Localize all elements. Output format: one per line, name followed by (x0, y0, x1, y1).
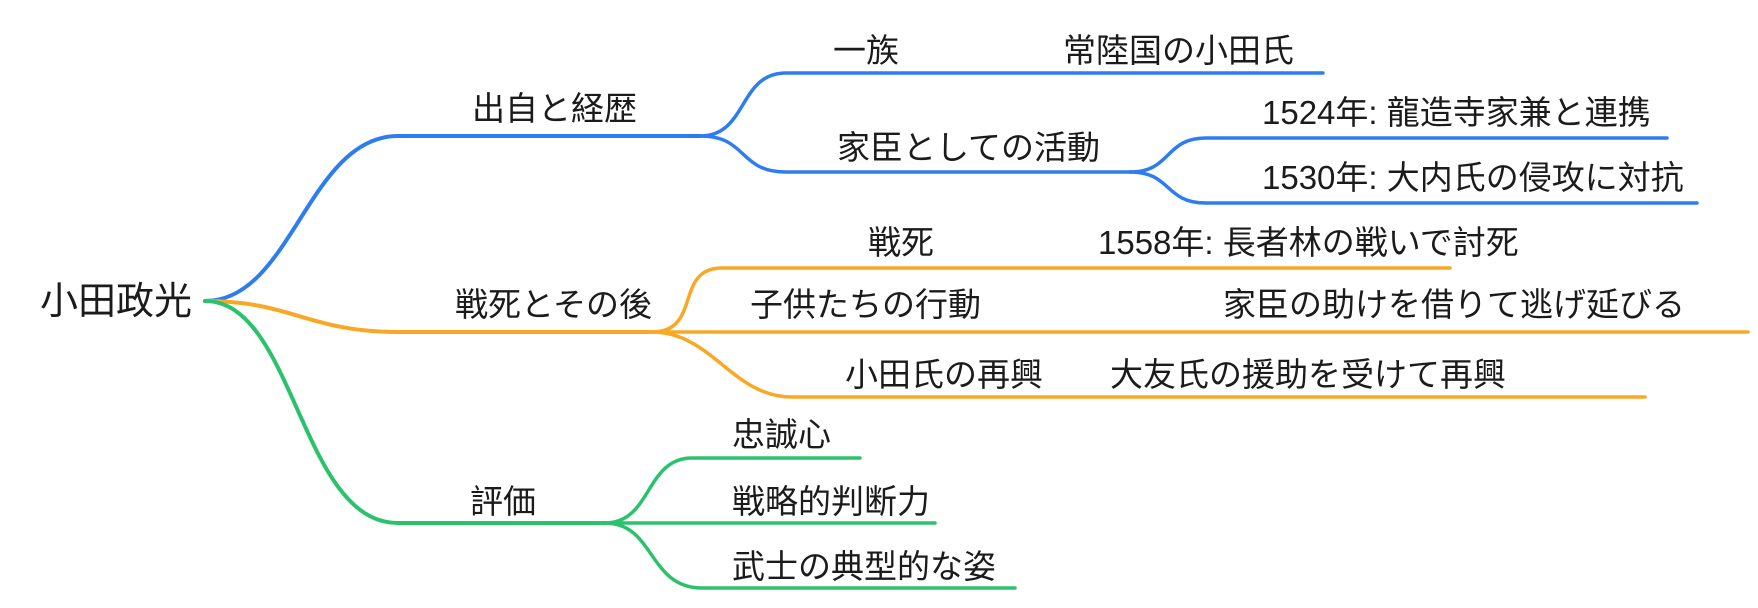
link-evaluation-to-loyalty (603, 456, 862, 525)
link-root-to-evaluation-branch (203, 299, 607, 525)
node-oda-revival[interactable]: 小田氏の再興 (845, 356, 1043, 393)
node-event-1524[interactable]: 1524年: 龍造寺家兼と連携 (1262, 94, 1651, 131)
link-death-to-revival-row (650, 330, 1647, 399)
node-event-1558[interactable]: 1558年: 長者林の戦いで討死 (1098, 224, 1519, 261)
node-event-1530[interactable]: 1530年: 大内氏の侵攻に対抗 (1262, 159, 1684, 196)
link-death-to-killed-row (650, 266, 1452, 334)
node-death-in-battle[interactable]: 戦死 (868, 224, 934, 261)
node-clan[interactable]: 一族 (833, 32, 899, 69)
link-root-to-death-branch (203, 299, 654, 334)
node-death-and-after[interactable]: 戦死とその後 (455, 286, 652, 323)
node-root[interactable]: 小田政光 (40, 281, 192, 323)
node-vassal-activity[interactable]: 家臣としての活動 (837, 129, 1100, 166)
link-evaluation-to-samurai (603, 521, 1017, 590)
node-clan-detail[interactable]: 常陸国の小田氏 (1063, 32, 1294, 69)
link-origin-to-clan-row (698, 71, 1325, 138)
node-children-actions-detail[interactable]: 家臣の助けを借りて逃げ延びる (1223, 286, 1685, 323)
node-children-actions[interactable]: 子供たちの行動 (750, 286, 981, 323)
link-origin-to-vassal-activity (698, 134, 1132, 174)
link-vassal-to-1524-row (1128, 136, 1669, 174)
node-evaluation[interactable]: 評価 (470, 483, 536, 520)
node-origin-and-career[interactable]: 出自と経歴 (472, 90, 637, 127)
node-loyalty[interactable]: 忠誠心 (732, 416, 831, 453)
node-strategic-judgment[interactable]: 戦略的判断力 (732, 483, 930, 520)
node-oda-revival-detail[interactable]: 大友氏の援助を受けて再興 (1110, 356, 1506, 393)
link-root-to-origin-branch (203, 134, 702, 303)
link-vassal-to-1530-row (1128, 170, 1699, 205)
node-typical-samurai[interactable]: 武士の典型的な姿 (732, 548, 996, 585)
